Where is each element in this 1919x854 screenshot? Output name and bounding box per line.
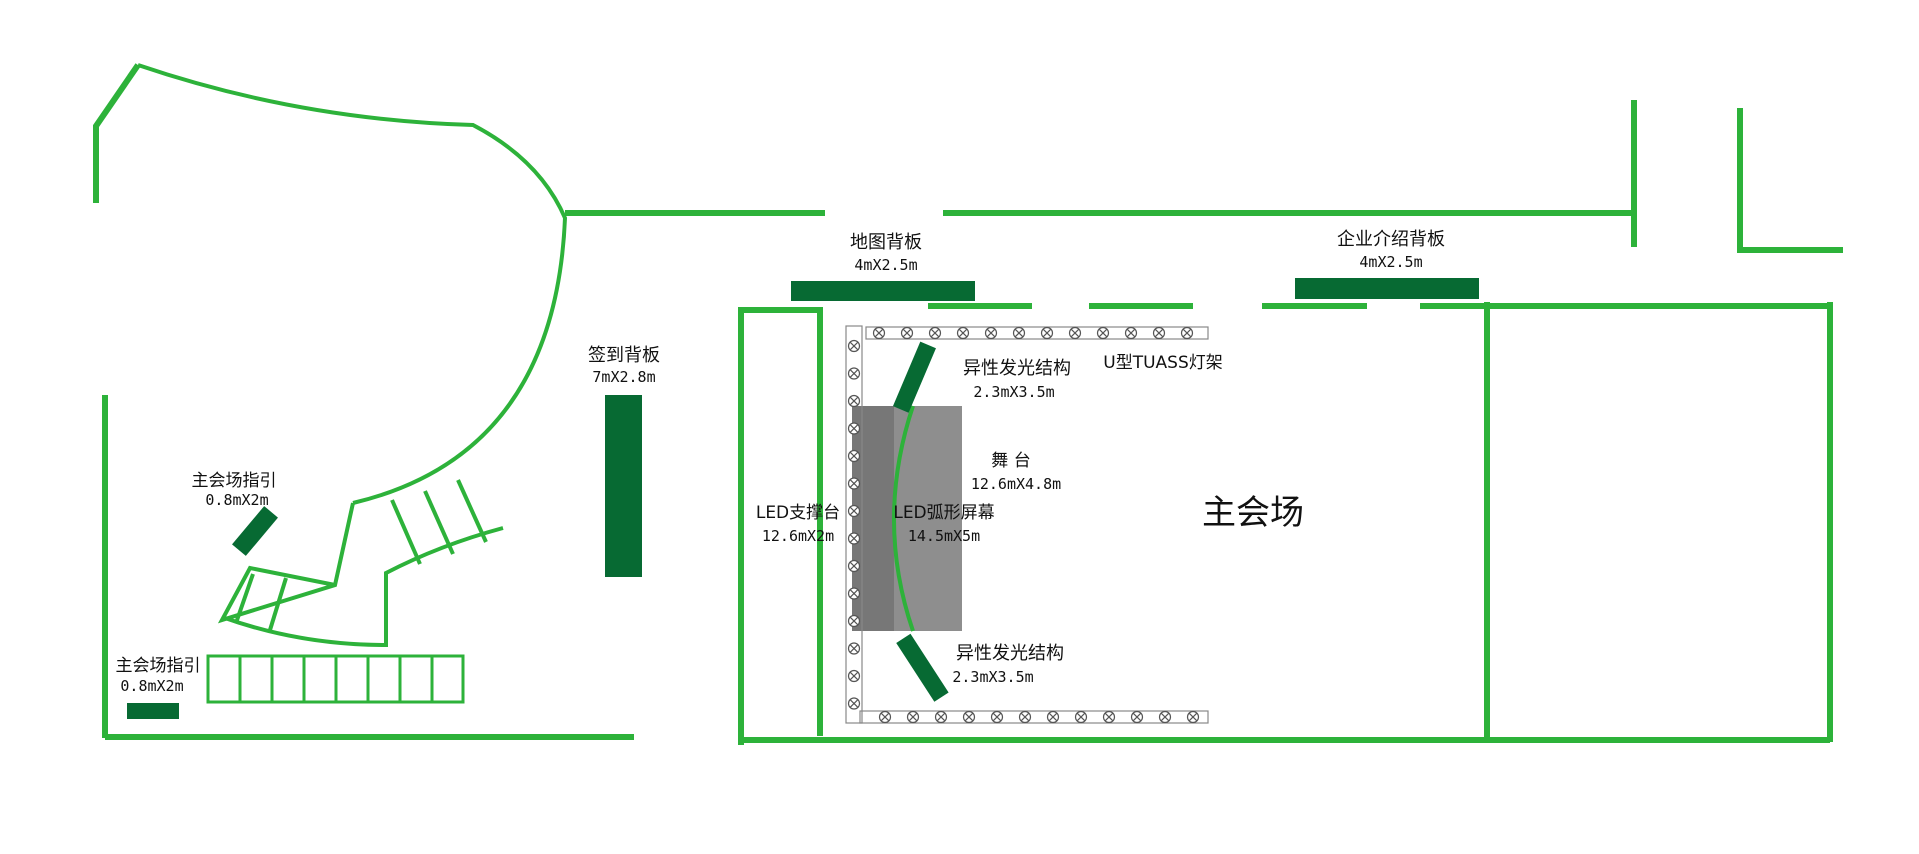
circle-x-lamp-icon bbox=[847, 642, 861, 655]
circle-x-lamp-icon bbox=[847, 394, 861, 408]
wall-upper-left-corner bbox=[93, 63, 141, 203]
truss-bottom-bar bbox=[859, 710, 1209, 724]
circle-x-lamp-icon bbox=[1180, 326, 1194, 340]
glow-bottom-size: 2.3mX3.5m bbox=[952, 668, 1033, 686]
stage bbox=[894, 406, 962, 631]
circle-x-lamp-icon bbox=[1124, 326, 1138, 340]
led-screen-label: LED弧形屏幕 bbox=[893, 503, 994, 523]
map-board-panel bbox=[791, 281, 975, 301]
stage-label: 舞 台 bbox=[991, 451, 1030, 471]
circle-x-lamp-icon bbox=[847, 669, 861, 683]
circle-x-lamp-icon bbox=[934, 710, 948, 724]
company-board-size: 4mX2.5m bbox=[1359, 253, 1422, 271]
stage-size: 12.6mX4.8m bbox=[971, 475, 1061, 493]
circle-x-lamp-icon bbox=[962, 710, 976, 724]
circle-x-lamp-icon bbox=[847, 504, 861, 518]
circle-x-lamp-icon bbox=[847, 697, 861, 710]
guide-lower-size: 0.8mX2m bbox=[120, 677, 183, 695]
circle-x-lamp-icon bbox=[1046, 710, 1060, 724]
circle-x-lamp-icon bbox=[1102, 710, 1116, 724]
circle-x-lamp-icon bbox=[1074, 710, 1088, 724]
truss-left-bar bbox=[845, 325, 863, 724]
company-board-panel bbox=[1295, 278, 1479, 299]
led-curved-screen bbox=[892, 405, 915, 632]
circle-x-lamp-icon bbox=[847, 339, 861, 353]
u-truss-light-rig bbox=[845, 325, 1209, 724]
stairs-upper bbox=[217, 479, 504, 648]
led-screen-size: 14.5mX5m bbox=[908, 527, 980, 545]
circle-x-lamp-icon bbox=[1012, 326, 1026, 340]
circle-x-lamp-icon bbox=[878, 710, 892, 724]
glow-structure-top bbox=[892, 341, 936, 413]
glow-top-size: 2.3mX3.5m bbox=[973, 383, 1054, 401]
circle-x-lamp-icon bbox=[906, 710, 920, 724]
circle-x-lamp-icon bbox=[847, 449, 861, 463]
circle-x-lamp-icon bbox=[1186, 710, 1200, 724]
circle-x-lamp-icon bbox=[928, 326, 942, 340]
circle-x-lamp-icon bbox=[847, 422, 861, 435]
circle-x-lamp-icon bbox=[990, 710, 1004, 724]
walls bbox=[93, 63, 1843, 745]
truss-top-bar bbox=[865, 326, 1209, 340]
labels: 地图背板 4mX2.5m 企业介绍背板 4mX2.5m 签到背板 7mX2.8m… bbox=[116, 229, 1446, 695]
circle-x-lamp-icon bbox=[847, 614, 861, 628]
main-hall-label: 主会场 bbox=[1202, 493, 1304, 533]
circle-x-lamp-icon bbox=[1040, 326, 1054, 340]
map-board-size: 4mX2.5m bbox=[854, 256, 917, 274]
wall-curved-lobby bbox=[137, 63, 568, 505]
stairs-lower bbox=[206, 654, 465, 704]
circle-x-lamp-icon bbox=[1158, 710, 1172, 724]
circle-x-lamp-icon bbox=[984, 326, 998, 340]
truss-label: U型TUASS灯架 bbox=[1103, 353, 1222, 373]
circle-x-lamp-icon bbox=[956, 326, 970, 340]
led-platform-label: LED支撑台 bbox=[756, 503, 840, 523]
wall-main-hall-left bbox=[738, 307, 823, 745]
map-board-label: 地图背板 bbox=[850, 232, 922, 253]
circle-x-lamp-icon bbox=[872, 326, 886, 340]
signin-board-panel bbox=[605, 395, 642, 577]
guide-upper-size: 0.8mX2m bbox=[205, 491, 268, 509]
circle-x-lamp-icon bbox=[1068, 326, 1082, 340]
circle-x-lamp-icon bbox=[847, 532, 861, 545]
guide-upper-label: 主会场指引 bbox=[192, 471, 277, 491]
circle-x-lamp-icon bbox=[1152, 326, 1166, 340]
led-platform-size: 12.6mX2m bbox=[762, 527, 834, 545]
circle-x-lamp-icon bbox=[1018, 710, 1032, 724]
glow-structure-bottom bbox=[896, 633, 949, 702]
company-board-label: 企业介绍背板 bbox=[1337, 229, 1445, 250]
circle-x-lamp-icon bbox=[847, 477, 861, 490]
glow-bottom-label: 异性发光结构 bbox=[956, 643, 1064, 664]
guide-upper-panel bbox=[232, 506, 278, 556]
panels bbox=[127, 278, 1479, 719]
guide-lower-label: 主会场指引 bbox=[116, 656, 201, 676]
circle-x-lamp-icon bbox=[1096, 326, 1110, 340]
circle-x-lamp-icon bbox=[900, 326, 914, 340]
circle-x-lamp-icon bbox=[1130, 710, 1144, 724]
signin-board-label: 签到背板 bbox=[588, 345, 660, 366]
wall-top-right-corner bbox=[1737, 108, 1843, 253]
circle-x-lamp-icon bbox=[847, 587, 861, 600]
circle-x-lamp-icon bbox=[847, 367, 861, 380]
circle-x-lamp-icon bbox=[847, 559, 861, 573]
guide-lower-panel bbox=[127, 703, 179, 719]
signin-board-size: 7mX2.8m bbox=[592, 368, 655, 386]
glow-top-label: 异性发光结构 bbox=[963, 358, 1071, 379]
